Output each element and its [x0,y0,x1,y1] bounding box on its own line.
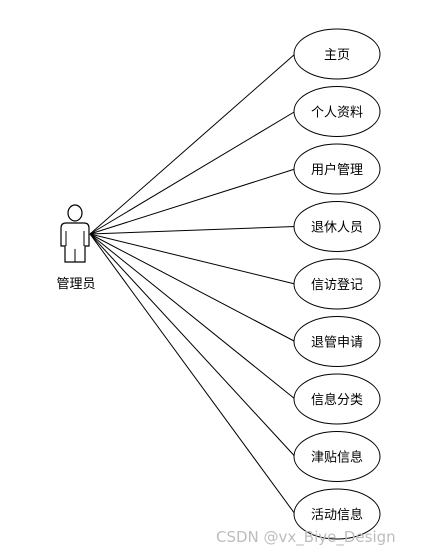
use-case-ellipse [293,258,381,310]
use-case-label: 活动信息 [311,507,363,523]
association-line [89,233,296,342]
use-case-ellipse [293,86,381,137]
use-case[interactable]: 退休人员 [293,201,381,252]
use-case-label: 退管申请 [311,336,363,351]
use-case-label: 信息分类 [311,392,363,408]
actor-figure: 管理员 [56,204,96,292]
use-case[interactable]: 退管申请 [293,316,381,367]
use-case[interactable]: 个人资料 [293,86,381,137]
association-line [89,226,296,235]
use-case-label: 个人资料 [311,106,363,121]
association-lines [89,53,296,515]
watermark-text: CSDN @vx_Biye_Design [216,528,396,546]
use-case-ellipse [293,143,381,195]
use-case-ellipse [293,201,381,252]
use-case-ellipse [293,373,381,425]
use-case[interactable]: 津贴信息 [293,431,381,482]
use-case[interactable]: 主页 [293,28,381,80]
use-case-ellipse [293,431,381,482]
use-case-label: 主页 [324,48,350,63]
association-line [89,233,296,457]
association-line [89,233,296,515]
use-case[interactable]: 活动信息 [293,488,381,540]
association-line [89,53,296,235]
association-line [89,111,296,235]
use-case-label: 信访登记 [311,278,363,293]
use-case-label: 津贴信息 [311,450,363,466]
use-case-ellipse [293,488,381,540]
association-line [89,168,296,235]
actor-label: 管理员 [56,277,95,292]
use-case-ellipse [293,28,381,80]
use-case[interactable]: 信访登记 [293,258,381,310]
use-case[interactable]: 用户管理 [293,143,381,195]
use-case-label: 用户管理 [311,162,363,178]
use-case-label: 退休人员 [311,221,363,236]
person-icon [60,204,90,263]
use-case[interactable]: 信息分类 [293,373,381,425]
association-line [89,233,296,285]
association-line [89,233,296,400]
use-case-ellipse [293,316,381,367]
